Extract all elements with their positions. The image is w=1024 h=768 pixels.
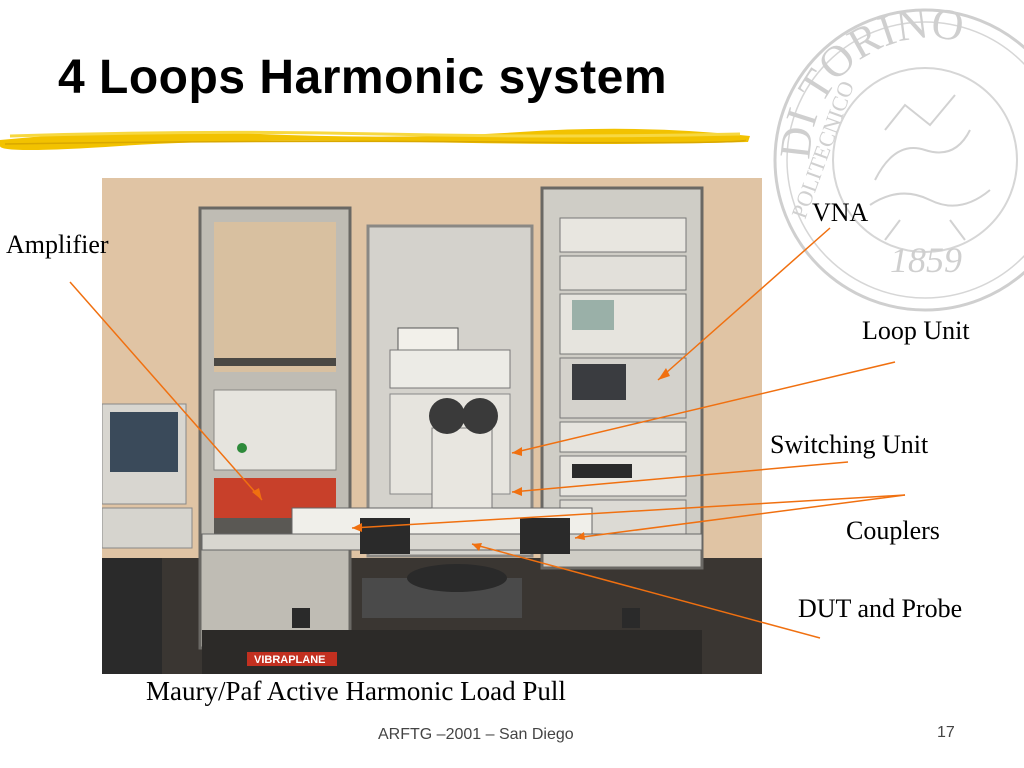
- vibraplane-table: VIBRAPLANE: [202, 630, 702, 674]
- left-rack: [198, 206, 352, 650]
- lab-setup-photo: VIBRAPLANE: [102, 178, 762, 674]
- slide-title: 4 Loops Harmonic system: [58, 51, 668, 104]
- seal-text-top: DI TORINO: [770, 0, 966, 161]
- university-seal-watermark: DI TORINO POLITECNICO 1859: [770, 0, 1024, 312]
- label-couplers: Couplers: [846, 516, 940, 545]
- photo-caption: Maury/Paf Active Harmonic Load Pull: [146, 676, 566, 706]
- label-dut-probe: DUT and Probe: [798, 594, 963, 623]
- svg-text:DI TORINO: DI TORINO: [770, 0, 966, 161]
- label-loop-unit: Loop Unit: [862, 316, 970, 345]
- label-vna: VNA: [812, 198, 869, 227]
- footer-text: ARFTG –2001 – San Diego: [378, 726, 574, 743]
- seal-year: 1859: [890, 240, 962, 280]
- title-underline: [0, 128, 750, 150]
- vibraplane-label: VIBRAPLANE: [254, 654, 326, 666]
- label-switching-unit: Switching Unit: [770, 430, 929, 459]
- page-number: 17: [937, 724, 955, 741]
- label-amplifier: Amplifier: [6, 230, 109, 259]
